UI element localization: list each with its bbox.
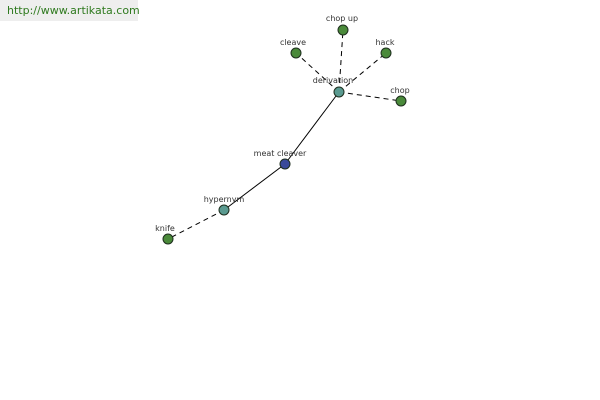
label-hack: hack (375, 38, 394, 47)
node-meat-cleaver[interactable] (279, 158, 291, 170)
label-meat-cleaver: meat cleaver (254, 149, 307, 158)
edge-meat-cleaver-derivation (284, 91, 340, 165)
edge-derivation-hack (338, 52, 387, 93)
label-chop-up: chop up (326, 14, 358, 23)
edge-derivation-chop (338, 91, 402, 102)
label-chop: chop (390, 86, 409, 95)
label-hypernym: hypernym (204, 195, 245, 204)
edges (167, 29, 402, 240)
node-derivation[interactable] (333, 86, 345, 98)
node-hypernym[interactable] (218, 204, 230, 216)
label-cleave: cleave (280, 38, 306, 47)
site-url-watermark: http://www.artikata.com (0, 0, 140, 21)
node-cleave[interactable] (290, 47, 302, 59)
edge-hypernym-knife (167, 209, 225, 240)
node-knife[interactable] (162, 233, 174, 245)
label-knife: knife (155, 224, 175, 233)
label-derivation: derivation (313, 76, 353, 85)
edge-derivation-cleave (295, 52, 340, 93)
nodes (162, 24, 407, 245)
edge-meat-cleaver-hypernym (223, 163, 286, 211)
node-hack[interactable] (380, 47, 392, 59)
edge-derivation-chop-up (338, 29, 344, 93)
node-chop[interactable] (395, 95, 407, 107)
labels: meat cleaver hypernym knife derivation c… (155, 14, 410, 233)
node-chop-up[interactable] (337, 24, 349, 36)
